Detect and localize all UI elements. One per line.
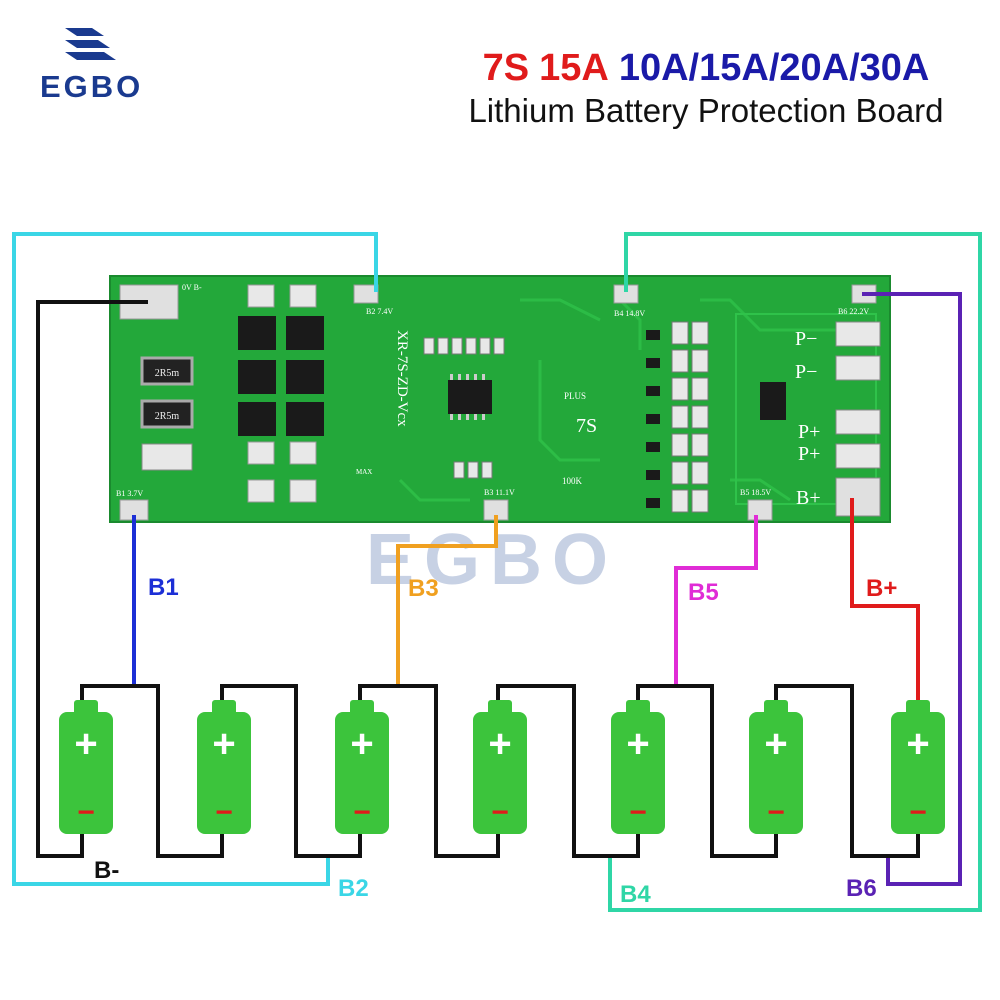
battery-body — [335, 712, 389, 834]
battery-minus-symbol: − — [909, 796, 927, 829]
shunt-resistors: 2R5m 2R5m — [140, 356, 194, 471]
label-b2: B2 — [338, 875, 369, 902]
battery-minus-symbol: − — [767, 796, 785, 829]
silk-p-plus-1: P+ — [798, 421, 820, 443]
logo-text: EGBO — [40, 69, 143, 104]
silk-100k: 100K — [562, 476, 583, 486]
egbo-watermark: EGBO — [366, 520, 618, 600]
silk-max: MAX — [356, 468, 372, 476]
battery-body — [891, 712, 945, 834]
label-b1: B1 — [148, 574, 179, 601]
pad-label-b1: B1 3.7V — [116, 489, 143, 498]
battery-cell: +− — [473, 700, 527, 834]
balance-resistors — [646, 321, 709, 513]
battery-plus-symbol: + — [906, 722, 929, 766]
label-b6: B6 — [846, 875, 877, 902]
pad-b5 — [747, 499, 773, 521]
silk-p-minus-1: P− — [795, 328, 817, 350]
wire-b5 — [674, 515, 758, 686]
pad-b2 — [353, 284, 379, 304]
battery-plus-symbol: + — [212, 722, 235, 766]
pad-label-b-minus: 0V B- — [182, 283, 202, 292]
pad-label-b6: B6 22.2V — [838, 307, 869, 316]
battery-body — [197, 712, 251, 834]
battery-cell: +− — [335, 700, 389, 834]
battery-body — [473, 712, 527, 834]
battery-minus-symbol: − — [491, 796, 509, 829]
silk-b-plus: B+ — [796, 487, 821, 509]
wire-b3 — [396, 515, 498, 686]
shunt-label-1: 2R5m — [155, 368, 180, 379]
output-region: P− P− P+ P+ B+ — [735, 313, 881, 517]
title-model: 7S — [483, 47, 529, 89]
battery-minus-symbol: − — [353, 796, 371, 829]
egbo-logo: EGBO — [40, 28, 143, 104]
title-current: 15A — [539, 47, 609, 89]
battery-minus-symbol: − — [215, 796, 233, 829]
silk-p-minus-2: P− — [795, 361, 817, 383]
mosfet-array — [238, 316, 324, 436]
label-b5: B5 — [688, 579, 719, 606]
battery-cell: +− — [611, 700, 665, 834]
battery-plus-symbol: + — [764, 722, 787, 766]
battery-plus-symbol: + — [626, 722, 649, 766]
pad-b-plus — [835, 477, 881, 517]
label-b-minus: B- — [94, 857, 119, 884]
battery-plus-symbol: + — [350, 722, 373, 766]
silk-7s: 7S — [576, 415, 597, 437]
battery-body — [749, 712, 803, 834]
battery-cell: +− — [749, 700, 803, 834]
label-b4: B4 — [620, 881, 651, 908]
wire-b-minus — [36, 300, 148, 858]
battery-plus-symbol: + — [74, 722, 97, 766]
title-line-2: Lithium Battery Protection Board — [468, 92, 943, 129]
wire-b6 — [862, 292, 962, 886]
label-b-plus: B+ — [866, 575, 897, 602]
logo-bar-3 — [65, 52, 116, 60]
pad-label-b2: B2 7.4V — [366, 307, 393, 316]
wire-b2 — [12, 232, 378, 886]
battery-plus-symbol: + — [488, 722, 511, 766]
series-links — [80, 684, 920, 858]
battery-row: +−+−+−+−+−+−+− — [59, 700, 945, 834]
logo-bar-1 — [65, 28, 104, 36]
battery-cell: +− — [891, 700, 945, 834]
pad-label-b3: B3 11.1V — [484, 488, 515, 497]
pcb-board: 2R5m 2R5m — [109, 275, 891, 523]
battery-minus-symbol: − — [629, 796, 647, 829]
passive-row — [423, 337, 505, 479]
pad-label-b5: B5 18.5V — [740, 488, 771, 497]
wire-b-plus — [850, 498, 920, 700]
silk-p-plus-2: P+ — [798, 443, 820, 465]
battery-minus-symbol: − — [77, 796, 95, 829]
shunt-label-2: 2R5m — [155, 411, 180, 422]
pcb-traces — [398, 298, 860, 502]
logo-bar-2 — [65, 40, 110, 48]
battery-cell: +− — [59, 700, 113, 834]
silk-model: XR-7S-ZD-Vcx — [394, 330, 410, 427]
battery-body — [611, 712, 665, 834]
pad-label-b4: B4 14.8V — [614, 309, 645, 318]
wires — [12, 232, 982, 912]
battery-cell: +− — [197, 700, 251, 834]
mosfet-pads — [247, 284, 317, 503]
silk-plus: PLUS — [564, 391, 586, 401]
pad-labels: 0V B- B1 3.7V B2 7.4V B3 11.1V B4 14.8V … — [116, 283, 869, 498]
control-ic — [448, 374, 492, 420]
wire-b4 — [608, 232, 982, 912]
label-b3: B3 — [408, 575, 439, 602]
title-variants: 10A/15A/20A/30A — [619, 47, 930, 89]
wire-label-group: B1 B2 B3 B4 B5 B6 B- B+ — [94, 574, 897, 908]
battery-body — [59, 712, 113, 834]
